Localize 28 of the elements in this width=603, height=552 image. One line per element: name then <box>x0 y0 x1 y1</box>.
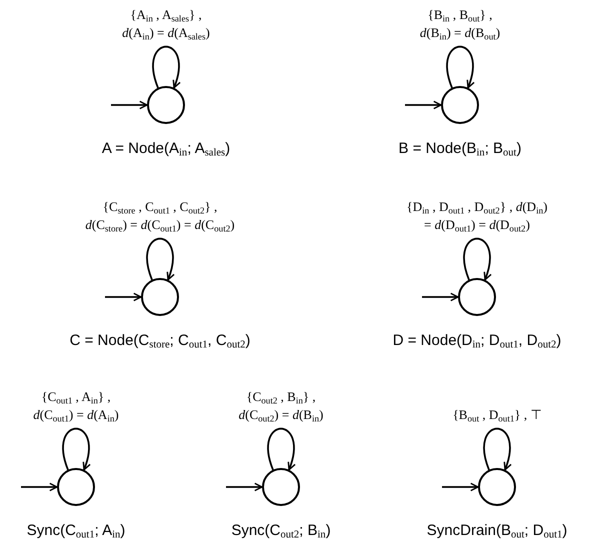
automaton-caption: C = Node(C$_{store}$; C$_{out1}$, C$_{out2}$) <box>70 333 250 352</box>
start-arrow <box>442 482 479 492</box>
state-circle <box>441 86 479 124</box>
automaton-caption: A = Node(A$_{in}$; A$_{sales}$) <box>102 141 230 160</box>
start-arrow <box>105 292 142 302</box>
start-arrow <box>405 100 442 110</box>
state-circle <box>141 278 179 316</box>
self-loop-arrow <box>446 46 474 88</box>
start-arrow <box>21 482 58 492</box>
start-arrow <box>422 292 459 302</box>
self-loop-arrow <box>152 46 180 88</box>
automaton-caption: Sync(C$_{out2}$; B$_{in}$) <box>231 523 331 542</box>
automaton-caption: SyncDrain(B$_{out}$; D$_{out1}$) <box>426 523 568 542</box>
self-loop-arrow <box>463 238 492 280</box>
state-circle <box>478 468 516 506</box>
state-circle <box>57 468 95 506</box>
self-loop-arrow <box>267 428 296 470</box>
state-circle <box>458 278 496 316</box>
state-circle <box>262 468 300 506</box>
self-loop-arrow <box>62 428 90 470</box>
automaton-caption: Sync(C$_{out1}$; A$_{in}$) <box>26 523 126 542</box>
automaton-caption: D = Node(D$_{in}$; D$_{out1}$, D$_{out2}$) <box>392 333 562 352</box>
self-loop-arrow <box>146 238 174 280</box>
automaton-caption: B = Node(B$_{in}$; B$_{out}$) <box>398 141 522 160</box>
self-loop-arrow <box>483 428 512 470</box>
start-arrow <box>226 482 263 492</box>
start-arrow <box>111 100 148 110</box>
state-circle <box>147 86 185 124</box>
